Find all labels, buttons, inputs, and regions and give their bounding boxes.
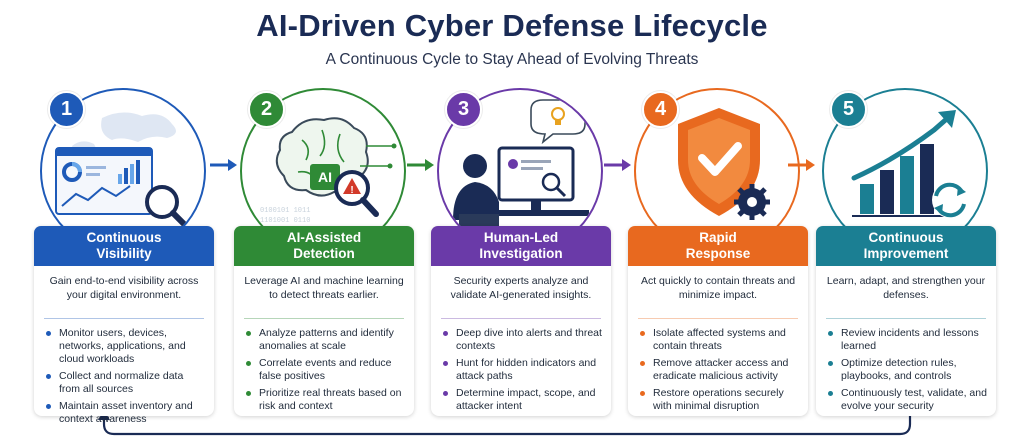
step-number-badge: 5: [830, 91, 867, 128]
ai-chip-label: AI: [318, 169, 332, 185]
bullet-dot: [640, 331, 645, 336]
page-subtitle: A Continuous Cycle to Stay Ahead of Evol…: [325, 51, 699, 68]
stage-header: Human-Led Investigation: [431, 226, 611, 266]
stage-ai-assisted-detection: 0100101 1011 1101001 0110 ! AI 2 AI-Assi…: [234, 88, 420, 416]
page-title: AI-Driven Cyber Defense Lifecycle: [256, 8, 768, 43]
stage-human-led-investigation: 3 Human-Led Investigation Security exper…: [431, 88, 617, 416]
step-number-badge: 1: [48, 91, 85, 128]
svg-text:1101001 0110: 1101001 0110: [260, 217, 310, 225]
stage-title-line2: Response: [685, 246, 751, 261]
divider: [826, 318, 986, 319]
step-number-badge: 4: [642, 91, 679, 128]
list-item: Deep dive into alerts and threat context…: [443, 327, 603, 353]
stage-rapid-response: 4 Rapid Response Act quickly to contain …: [628, 88, 814, 416]
svg-text:0100101 1011: 0100101 1011: [260, 207, 310, 215]
list-item: Restore operations securely with minimal…: [640, 387, 800, 413]
divider: [44, 318, 204, 319]
analyst-workstation-icon: [453, 99, 589, 244]
growth-chart-icon: [851, 110, 968, 218]
list-item: Analyze patterns and identify anomalies …: [246, 327, 406, 353]
divider: [441, 318, 601, 319]
shield-check-icon: [678, 108, 770, 220]
bullet-dot: [443, 391, 448, 396]
bullet-dot: [828, 391, 833, 396]
stage-card: Rapid Response Act quickly to contain th…: [628, 226, 808, 416]
bullet-dot: [46, 374, 51, 379]
bullet-dot: [640, 391, 645, 396]
bullet-dot: [246, 391, 251, 396]
stage-title-line1: AI-Assisted: [286, 230, 362, 245]
stage-title-line2: Visibility: [96, 246, 152, 261]
ai-brain-icon: 0100101 1011 1101001 0110 !: [260, 117, 397, 225]
stage-header: AI-Assisted Detection: [234, 226, 414, 266]
flow-arrow: [604, 159, 631, 171]
stage-bullet-list: Review incidents and lessons learned Opt…: [816, 323, 996, 413]
stage-description: Leverage AI and machine learning to dete…: [244, 275, 404, 301]
bullet-dot: [246, 331, 251, 336]
stage-card: Continuous Visibility Gain end-to-end vi…: [34, 226, 214, 425]
list-item: Monitor users, devices, networks, applic…: [46, 327, 206, 366]
stage-card: Continuous Improvement Learn, adapt, and…: [816, 226, 996, 416]
stage-continuous-visibility: 1 Continuous Visibility Gain end-to-end …: [34, 88, 220, 425]
stage-card: AI-Assisted Detection Leverage AI and ma…: [234, 226, 414, 416]
bullet-dot: [246, 361, 251, 366]
list-item: Prioritize real threats based on risk an…: [246, 387, 406, 413]
list-item: Correlate events and reduce false positi…: [246, 357, 406, 383]
stage-title-line2: Detection: [293, 246, 355, 261]
svg-text:!: !: [350, 185, 353, 196]
stage-continuous-improvement: 5 Continuous Improvement Learn, adapt, a…: [816, 88, 1002, 416]
stage-card: Human-Led Investigation Security experts…: [431, 226, 611, 416]
stage-title-line2: Investigation: [479, 246, 563, 261]
stage-title-line1: Continuous: [868, 230, 944, 245]
dashboard-icon: [55, 112, 191, 231]
bullet-dot: [443, 331, 448, 336]
stage-title-line1: Continuous: [86, 230, 162, 245]
step-number-badge: 2: [248, 91, 285, 128]
flow-arrow: [788, 159, 815, 171]
bullet-dot: [443, 361, 448, 366]
stage-header: Continuous Improvement: [816, 226, 996, 266]
list-item: Isolate affected systems and contain thr…: [640, 327, 800, 353]
bullet-dot: [640, 361, 645, 366]
list-item: Review incidents and lessons learned: [828, 327, 988, 353]
stage-bullet-list: Deep dive into alerts and threat context…: [431, 323, 611, 413]
list-item: Collect and normalize data from all sour…: [46, 370, 206, 396]
list-item: Determine impact, scope, and attacker in…: [443, 387, 603, 413]
divider: [638, 318, 798, 319]
list-item: Continuously test, validate, and evolve …: [828, 387, 988, 413]
stage-bullet-list: Analyze patterns and identify anomalies …: [234, 323, 414, 413]
stage-header: Continuous Visibility: [34, 226, 214, 266]
stage-description: Learn, adapt, and strengthen your defens…: [826, 275, 986, 301]
stage-bullet-list: Isolate affected systems and contain thr…: [628, 323, 808, 413]
flow-arrow: [210, 159, 237, 171]
stage-title-line1: Human-Led: [483, 230, 559, 245]
stage-header: Rapid Response: [628, 226, 808, 266]
stage-description: Security experts analyze and validate AI…: [450, 275, 592, 301]
flow-arrow: [407, 159, 434, 171]
list-item: Remove attacker access and eradicate mal…: [640, 357, 800, 383]
list-item: Maintain asset inventory and context awa…: [46, 400, 206, 426]
stage-description: Act quickly to contain threats and minim…: [640, 275, 796, 301]
stage-description: Gain end-to-end visibility across your d…: [49, 275, 199, 301]
bullet-dot: [828, 361, 833, 366]
divider: [244, 318, 404, 319]
list-item: Hunt for hidden indicators and attack pa…: [443, 357, 603, 383]
stage-title-line1: Rapid: [699, 230, 737, 245]
stage-bullet-list: Monitor users, devices, networks, applic…: [34, 323, 214, 426]
bullet-dot: [46, 404, 51, 409]
stage-title-line2: Improvement: [863, 246, 949, 261]
list-item: Optimize detection rules, playbooks, and…: [828, 357, 988, 383]
bullet-dot: [828, 331, 833, 336]
bullet-dot: [46, 331, 51, 336]
step-number-badge: 3: [445, 91, 482, 128]
